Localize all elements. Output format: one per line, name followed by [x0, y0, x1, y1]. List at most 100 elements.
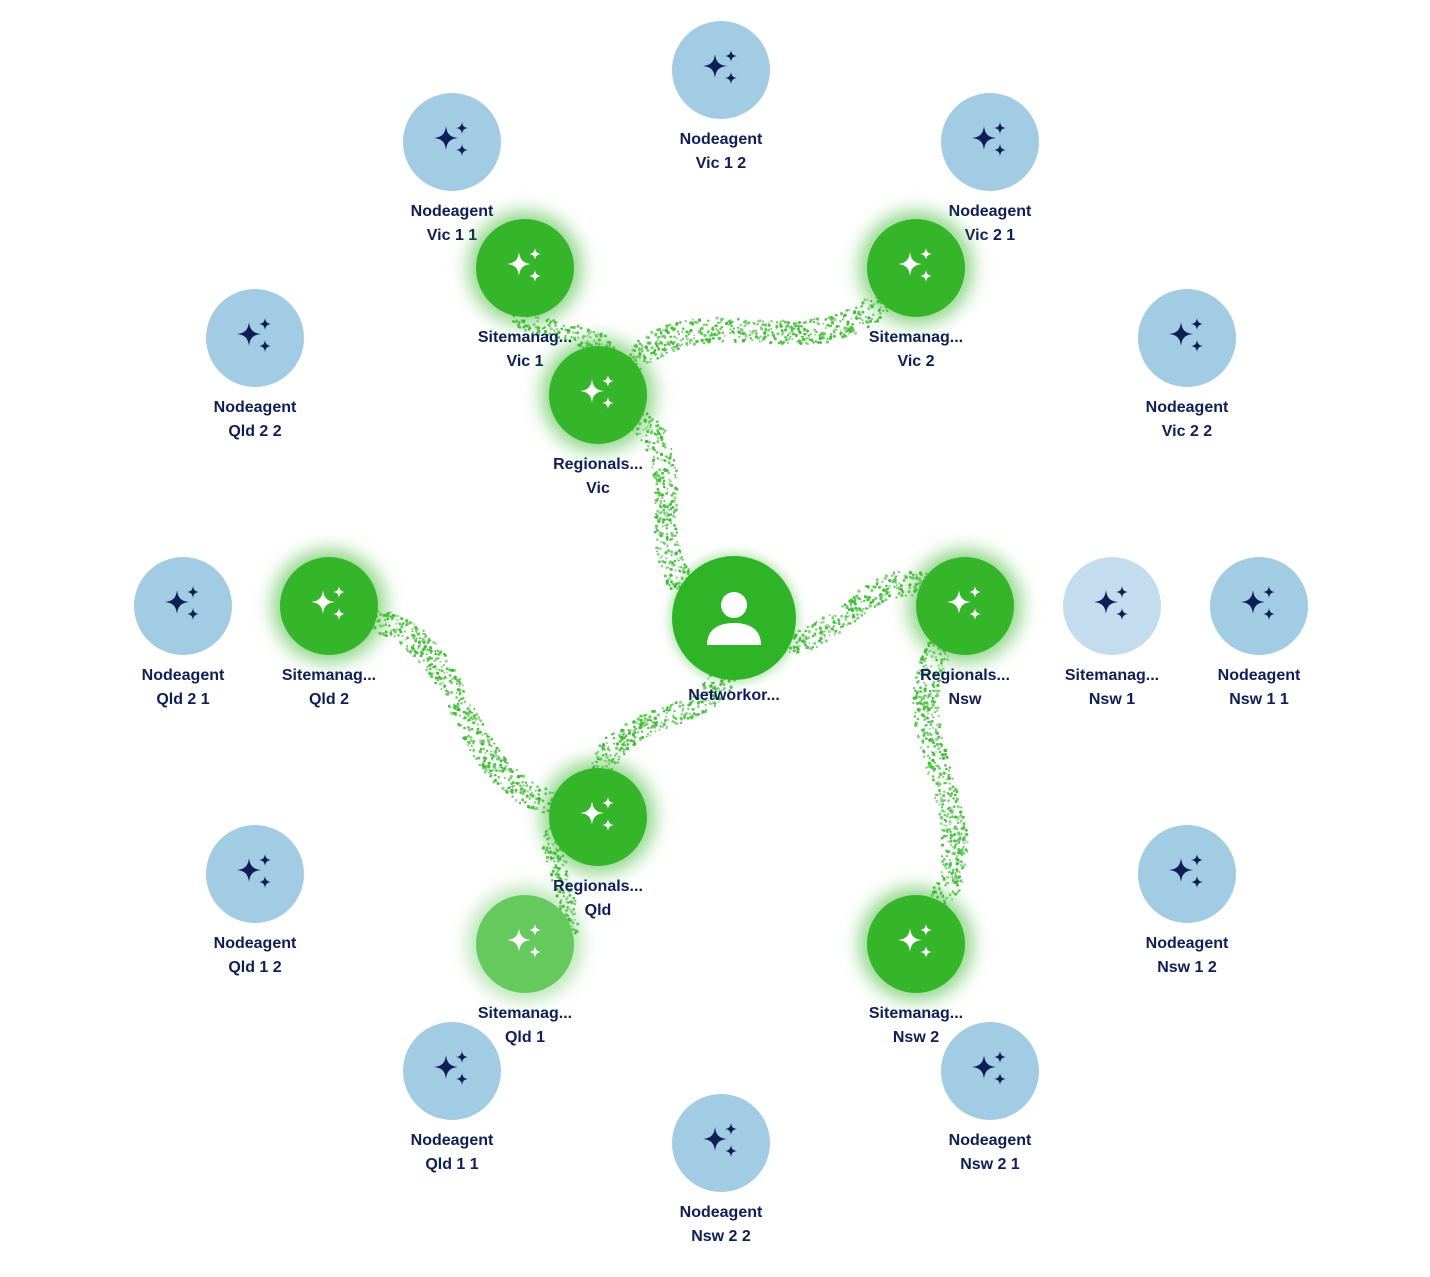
edge-particle: [691, 318, 694, 321]
edge-particle: [964, 839, 967, 842]
edge-particle: [764, 328, 768, 333]
edge-particle: [654, 716, 657, 720]
edge-particle: [472, 750, 475, 753]
edge-particle: [428, 648, 432, 652]
edge-particle: [483, 770, 487, 774]
edge-particle: [519, 788, 523, 792]
edge-particle: [852, 596, 856, 599]
edge-particle: [798, 638, 802, 642]
edge-particle: [645, 426, 648, 430]
edge-particle: [536, 320, 539, 323]
node-regional-vic[interactable]: Regionals...Vic: [548, 346, 648, 501]
edge-particle: [908, 586, 911, 590]
edge-particle: [615, 746, 619, 750]
edge-particle: [823, 633, 826, 637]
edge-particle: [789, 335, 792, 338]
node-label-id: Nsw 1 1: [1229, 691, 1289, 708]
edge-particle: [712, 697, 716, 700]
sparkles-icon: [307, 584, 351, 628]
edge-particle: [673, 459, 676, 462]
edge-particle: [680, 576, 683, 579]
edge-particle: [949, 839, 953, 844]
edge-particle: [953, 892, 956, 895]
edge-particle: [930, 893, 934, 897]
edge-particle: [537, 793, 540, 796]
edge-particle: [458, 685, 461, 688]
edge-particle: [651, 709, 655, 713]
node-sitemanager-nsw-1[interactable]: Sitemanag...Nsw 1: [1062, 557, 1162, 712]
edge-particle: [387, 613, 390, 616]
edge-particle: [638, 422, 642, 426]
edge-particle: [815, 317, 820, 321]
edge-particle: [499, 759, 503, 763]
edge-particle: [443, 672, 446, 674]
edge-particle: [666, 331, 670, 335]
edge-particle: [833, 331, 836, 334]
edge-particle: [956, 805, 960, 809]
node-regional-qld[interactable]: Regionals...Qld: [548, 768, 648, 923]
edge-particle: [645, 735, 648, 738]
edge-particle: [663, 718, 667, 722]
edge-particle: [955, 883, 959, 887]
edge-particle: [665, 511, 669, 515]
edge-particle: [419, 637, 422, 640]
edge-particle: [938, 812, 942, 816]
edge-particle: [717, 321, 720, 325]
edge-particle: [685, 330, 689, 334]
node-sitemanager-nsw-2[interactable]: Sitemanag...Nsw 2: [866, 895, 966, 1050]
edge-particle: [596, 764, 599, 768]
node-network-orchestrator[interactable]: Networkor...: [669, 556, 799, 708]
edge-particle: [643, 719, 646, 722]
node-sitemanager-qld-2[interactable]: Sitemanag...Qld 2: [279, 557, 379, 712]
edge-particle: [938, 887, 941, 890]
edge-particle: [821, 337, 824, 340]
edge-particle: [938, 742, 942, 746]
edge-particle: [941, 802, 945, 806]
edge-particle: [521, 780, 524, 784]
edge-particle: [715, 316, 719, 320]
edge-particle: [897, 592, 901, 595]
edge-particle: [544, 830, 548, 834]
edge-particle: [595, 335, 598, 338]
edge-particle: [908, 583, 912, 587]
edge-particle: [831, 322, 834, 326]
edge-particle: [719, 321, 722, 324]
edge-particle: [938, 722, 942, 727]
edge-particle: [919, 702, 924, 706]
node-label-id: Vic 2: [897, 353, 935, 370]
edge-particle: [958, 838, 962, 841]
edge-particle: [670, 532, 673, 535]
edge-particle: [559, 884, 562, 887]
edge-particle: [808, 337, 811, 340]
edge-particle: [937, 781, 941, 785]
edge-particle: [805, 336, 809, 340]
edge-particle: [927, 671, 931, 675]
edge-particle: [786, 321, 791, 325]
edge-particle: [961, 881, 964, 884]
node-sitemanager-vic-2[interactable]: Sitemanag...Vic 2: [866, 219, 966, 374]
edge-particle: [626, 738, 630, 742]
edge-particle: [832, 624, 835, 628]
edge-particle: [449, 711, 453, 715]
edge-particle: [673, 710, 676, 713]
edge-particle: [696, 712, 699, 716]
node-regional-nsw[interactable]: Regionals...Nsw: [915, 557, 1015, 712]
edge-particle: [837, 618, 841, 622]
edge-particle: [665, 527, 669, 530]
edge-particle: [421, 648, 425, 652]
node-sitemanager-qld-1[interactable]: Sitemanag...Qld 1: [475, 895, 575, 1050]
edge-particle: [723, 335, 726, 337]
node-sitemanager-vic-1[interactable]: Sitemanag...Vic 1: [475, 219, 575, 374]
